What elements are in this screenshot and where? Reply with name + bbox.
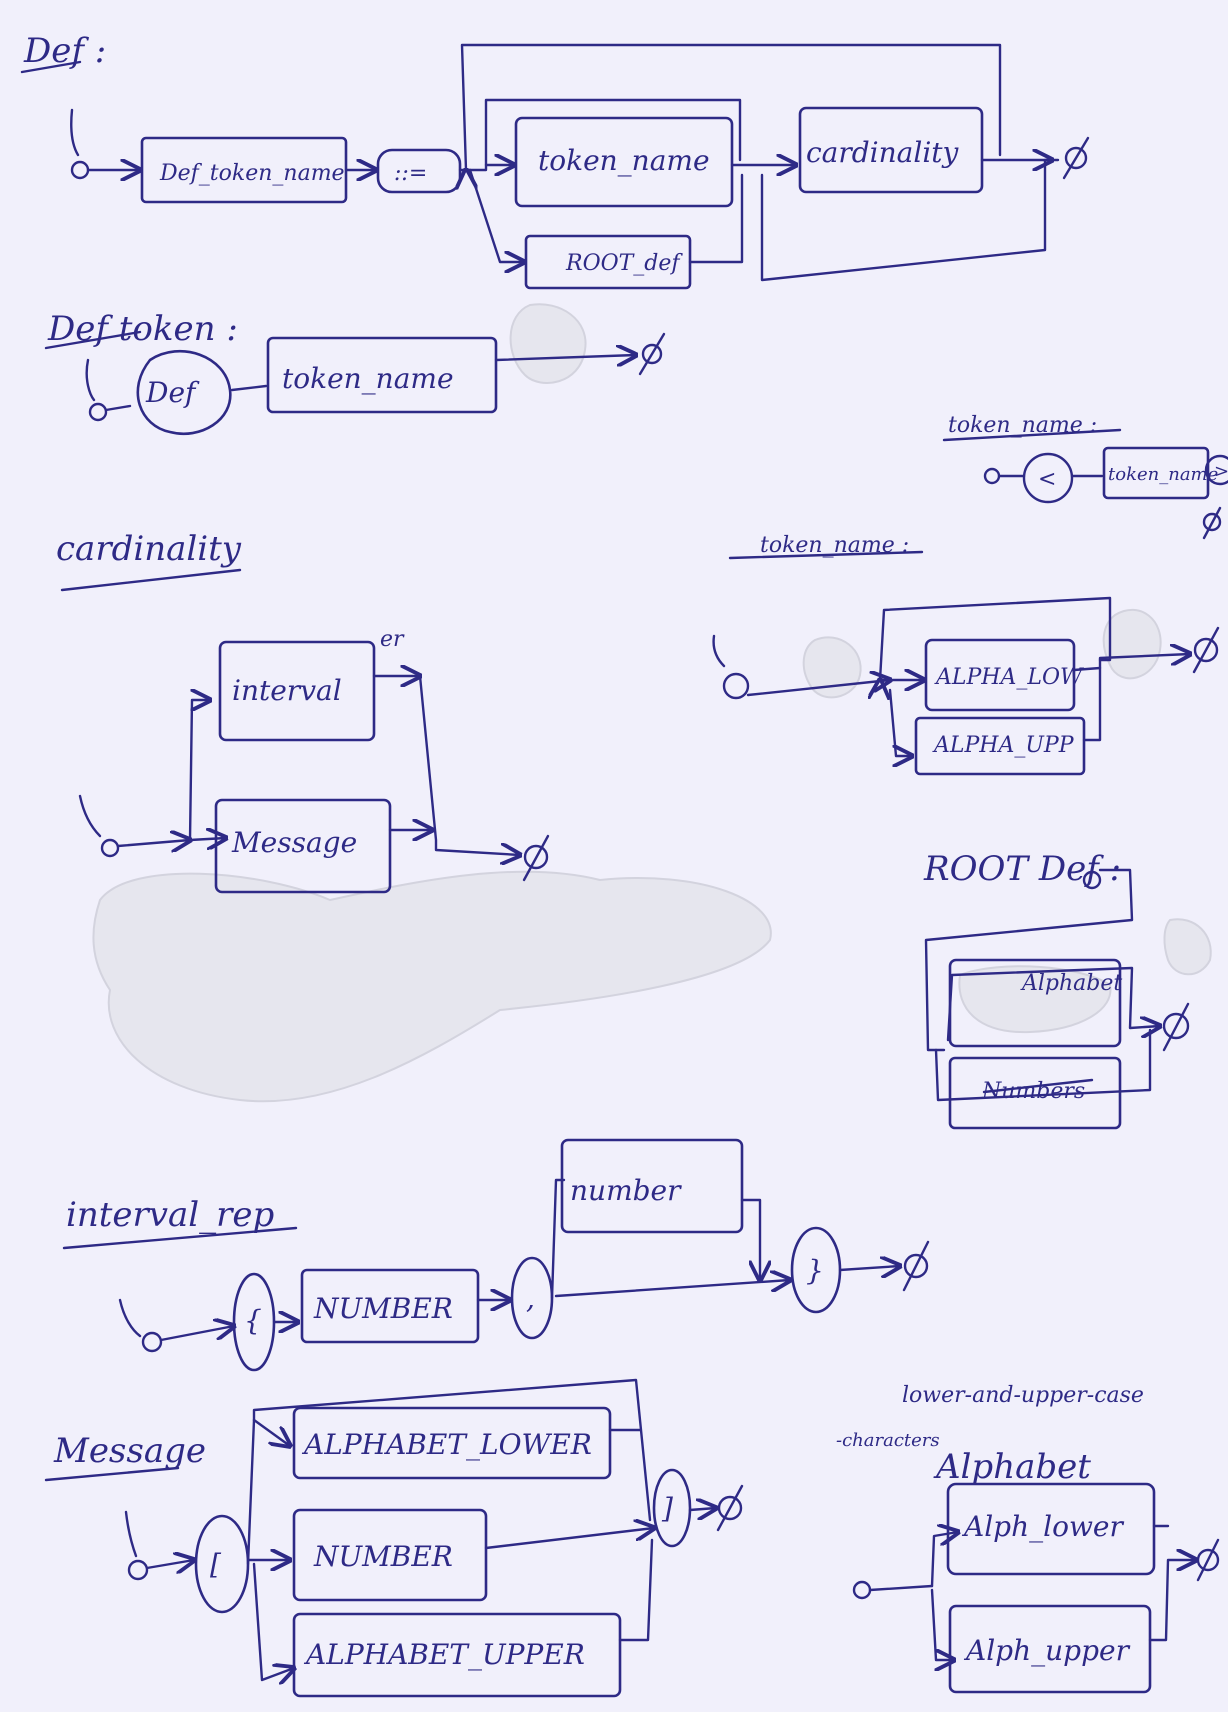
diagram-alphabet: lower-and-upper-case -characters Alphabe… bbox=[836, 1383, 1220, 1694]
interval-label: interval bbox=[232, 674, 342, 707]
cardinality-label: cardinality bbox=[806, 136, 960, 169]
def-token-token-name-label: token_name bbox=[282, 362, 454, 395]
alpha-upp-box bbox=[914, 716, 1086, 776]
diagram-token-name-rule: token_name : < token_name > bbox=[942, 413, 1228, 540]
token-name-label: token_name bbox=[538, 144, 710, 177]
open-bracket-node bbox=[194, 1514, 250, 1614]
def-keyword-circle bbox=[136, 350, 232, 435]
interval-box bbox=[218, 640, 376, 742]
alpha-upp-label: ALPHA_UPP bbox=[932, 733, 1075, 758]
greater-than-label: > bbox=[1214, 461, 1228, 482]
paper-stains bbox=[92, 303, 1212, 1103]
diagram-message-title: Message bbox=[53, 1431, 206, 1471]
less-than-circle bbox=[1022, 452, 1074, 504]
diagram-token-name-def: token_name : ALPHA_LOW ALPHA_UPP bbox=[712, 533, 1220, 776]
diagram-alphabet-title: Alphabet bbox=[933, 1447, 1091, 1487]
diagram-message: Message [ ALPHABET_LOWER NUMBER ALPHABET… bbox=[44, 1378, 744, 1698]
token-name-box bbox=[514, 116, 734, 208]
start-mark bbox=[70, 108, 80, 157]
close-bracket-node bbox=[652, 1468, 692, 1548]
alphabet-lower-box bbox=[292, 1406, 612, 1480]
small-token-name-box bbox=[1102, 446, 1210, 500]
alph-upper-box bbox=[948, 1604, 1152, 1694]
small-token-name-label: token_name bbox=[1108, 464, 1218, 485]
alphabet-lower-label: ALPHABET_LOWER bbox=[301, 1428, 592, 1461]
def-token-name-label: Def_token_name bbox=[159, 161, 345, 186]
def-token-token-name-box bbox=[266, 336, 498, 414]
alphabet-box bbox=[948, 958, 1122, 1048]
def-keyword-label: Def bbox=[145, 376, 200, 409]
end-node bbox=[1064, 146, 1088, 170]
numbers-box bbox=[948, 1056, 1122, 1130]
diagram-root-def: ROOT Def : Alphabet Numbers bbox=[923, 849, 1190, 1130]
diagram-cardinality: cardinality interval er Message bbox=[56, 529, 550, 894]
number-box bbox=[300, 1268, 480, 1344]
alph-lower-box bbox=[946, 1482, 1156, 1576]
message-number-label: NUMBER bbox=[313, 1540, 453, 1573]
close-brace-label: } bbox=[806, 1254, 824, 1287]
open-brace-label: { bbox=[244, 1304, 262, 1337]
assign-op-label: ::= bbox=[394, 161, 427, 186]
diagram-interval-rep-title: interval_rep bbox=[66, 1195, 274, 1235]
cardinality-box bbox=[798, 106, 984, 194]
alphabet-note-line2: -characters bbox=[836, 1430, 940, 1451]
alph-lower-label: Alph_lower bbox=[961, 1510, 1124, 1543]
diagram-token-name-rule-title: token_name : bbox=[948, 413, 1097, 438]
diagram-root-def-title: ROOT Def : bbox=[923, 849, 1121, 889]
number-optional-label: number bbox=[570, 1174, 682, 1207]
alphabet-upper-box bbox=[292, 1612, 622, 1698]
alphabet-upper-label: ALPHABET_UPPER bbox=[303, 1638, 585, 1671]
message-box bbox=[214, 798, 392, 894]
number-label: NUMBER bbox=[313, 1292, 453, 1325]
diagram-cardinality-title: cardinality bbox=[56, 529, 242, 569]
greater-than-circle bbox=[1204, 454, 1228, 486]
comma-label: , bbox=[526, 1282, 535, 1315]
message-label: Message bbox=[231, 826, 357, 859]
message-number-box bbox=[292, 1508, 488, 1602]
cardinality-note: er bbox=[380, 627, 405, 652]
alphabet-label: Alphabet bbox=[1020, 971, 1122, 996]
open-bracket-label: [ bbox=[210, 1548, 222, 1581]
alph-upper-label: Alph_upper bbox=[963, 1634, 1131, 1667]
diagram-interval-rep: interval_rep { NUMBER , number } bbox=[62, 1138, 930, 1372]
alphabet-note-line1: lower-and-upper-case bbox=[902, 1383, 1144, 1408]
alpha-low-box bbox=[924, 638, 1076, 712]
start-node bbox=[70, 160, 90, 180]
number-optional-box bbox=[560, 1138, 744, 1234]
root-def-label: ROOT_def bbox=[565, 251, 683, 276]
diagram-def-token: Def token : Def token_name bbox=[44, 309, 666, 435]
less-than-label: < bbox=[1038, 467, 1056, 492]
close-bracket-label: ] bbox=[661, 1492, 673, 1525]
alpha-low-label: ALPHA_LOW bbox=[934, 665, 1085, 690]
diagram-def: Def : Def_token_name ::= token_name ROOT… bbox=[20, 31, 1090, 290]
